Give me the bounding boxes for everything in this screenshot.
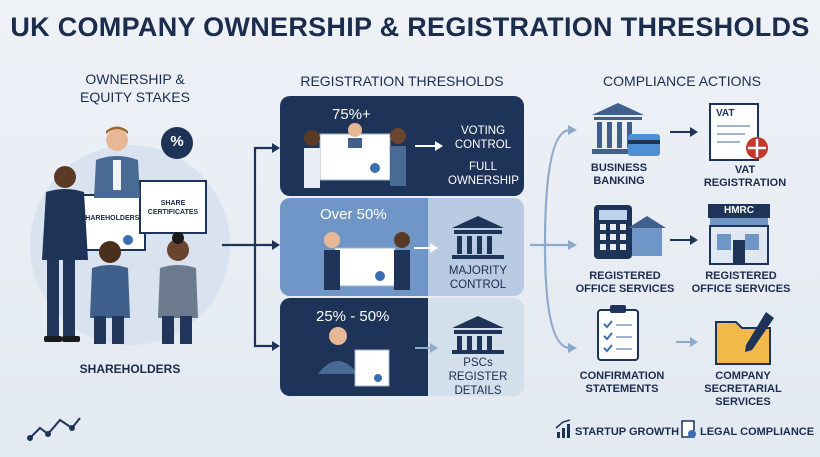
compliance-registered-office-1: REGISTERED OFFICE SERVICES xyxy=(570,270,680,296)
full-line2: OWNERSHIP xyxy=(448,175,519,187)
share-certificates-line1: SHARE xyxy=(160,200,186,207)
compliance-company-secretarial: COMPANY SECRETARIAL SERVICES xyxy=(676,370,810,409)
share-certificates-line2: CERTIFICATES xyxy=(147,209,199,216)
share-certificates-board-label: SHARE CERTIFICATES xyxy=(140,199,206,217)
threshold-25-outcome-pscs: PSCs REGISTER DETAILS xyxy=(440,356,516,396)
voting-line1: VOTING xyxy=(460,125,506,137)
office1-line1: REGISTERED xyxy=(589,270,661,282)
percent-badge-label: % xyxy=(170,133,184,150)
threshold-75-outcome-full: FULL OWNERSHIP xyxy=(448,160,519,188)
thresholds-heading: REGISTRATION THRESHOLDS xyxy=(300,73,504,89)
pscs-line3: DETAILS xyxy=(454,385,502,396)
footer-legal-compliance: LEGAL COMPLIANCE xyxy=(700,426,815,438)
percent-badge-icon xyxy=(161,127,193,159)
voting-line2: CONTROL xyxy=(454,139,512,151)
shareholders-board-label: SHAREHOLDERS xyxy=(80,215,140,222)
threshold-panel-25: 25% - 50% PSCs REGISTER DETAILS xyxy=(280,298,524,396)
office1-line2: OFFICE SERVICES xyxy=(575,283,675,295)
vat-line1: VAT xyxy=(734,164,756,176)
threshold-50-outcome-majority: MAJORITY CONTROL xyxy=(440,264,516,292)
compliance-heading: COMPLIANCE ACTIONS xyxy=(603,73,761,89)
threshold-panel-75: 75%+ VOTING CONTROL FULL OWNERSHIP xyxy=(280,96,524,196)
office2-line1: REGISTERED xyxy=(705,270,777,282)
government-building-icon xyxy=(452,316,504,354)
majority-line1: MAJORITY xyxy=(448,265,508,277)
shareholders-caption: SHAREHOLDERS xyxy=(79,362,181,376)
compliance-vat-registration: VAT REGISTRATION xyxy=(690,164,800,190)
vat-doc-text: VAT xyxy=(716,108,735,119)
compliance-business-banking: BUSINESS BANKING xyxy=(574,162,664,188)
confirmation-line2: STATEMENTS xyxy=(585,383,659,395)
hmrc-sign-text: HMRC xyxy=(724,205,754,216)
banking-line1: BUSINESS xyxy=(590,162,648,174)
secretarial-line1: COMPANY SECRETARIAL xyxy=(704,370,782,395)
threshold-25-percent: 25% - 50% xyxy=(316,308,390,325)
threshold-75-percent: 75%+ xyxy=(332,106,371,123)
full-line1: FULL xyxy=(468,161,498,173)
vat-line2: REGISTRATION xyxy=(703,177,787,189)
compliance-registered-office-2: REGISTERED OFFICE SERVICES xyxy=(684,270,798,296)
ownership-heading-line1: OWNERSHIP & xyxy=(85,71,185,87)
threshold-50-percent: Over 50% xyxy=(320,206,387,223)
threshold-75-outcome-voting: VOTING CONTROL xyxy=(448,124,518,152)
secretarial-line2: SERVICES xyxy=(715,396,771,408)
threshold-25-illustration xyxy=(318,316,504,387)
threshold-25-left-band xyxy=(280,298,428,396)
pscs-line2: REGISTER xyxy=(448,371,508,383)
threshold-75-illustration xyxy=(304,123,443,188)
building-icon xyxy=(452,216,504,259)
threshold-panel-50: Over 50% MAJORITY CONTROL xyxy=(280,198,524,296)
office2-line2: OFFICE SERVICES xyxy=(691,283,791,295)
majority-line2: CONTROL xyxy=(449,279,507,291)
confirmation-line1: CONFIRMATION xyxy=(579,370,665,382)
footer-startup-growth: STARTUP GROWTH xyxy=(575,426,680,438)
ownership-heading: OWNERSHIP & EQUITY STAKES xyxy=(40,70,230,106)
threshold-50-illustration xyxy=(324,216,504,290)
page-title: UK COMPANY OWNERSHIP & REGISTRATION THRE… xyxy=(10,12,810,42)
ownership-heading-line2: EQUITY STAKES xyxy=(80,89,190,105)
pscs-line1: PSCs xyxy=(463,357,493,369)
banking-line2: BANKING xyxy=(593,175,645,187)
compliance-confirmation-statements: CONFIRMATION STATEMENTS xyxy=(570,370,674,396)
